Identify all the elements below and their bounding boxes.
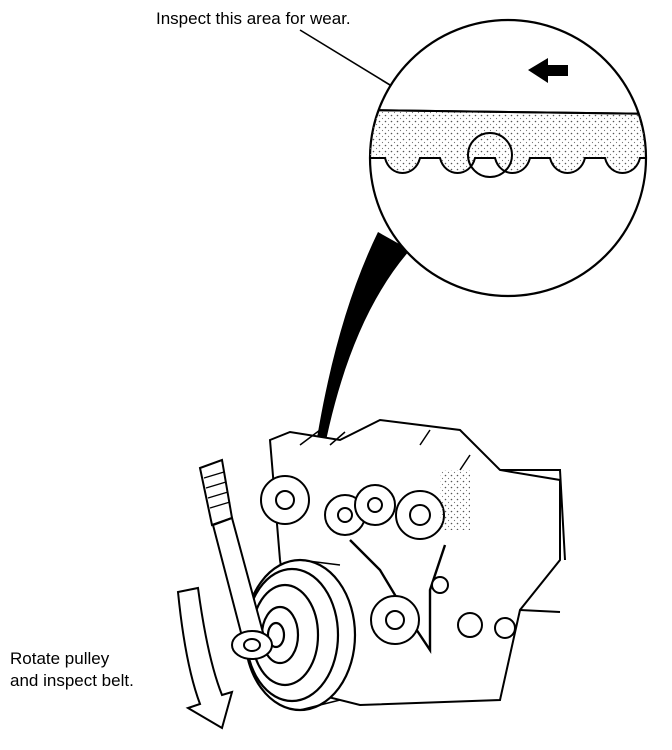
- rotate-pulley-callout: Rotate pulley and inspect belt.: [10, 648, 134, 692]
- rotate-line-1: Rotate pulley: [10, 649, 110, 668]
- inspect-area-callout: Inspect this area for wear.: [156, 9, 351, 28]
- crankshaft-pulley: [243, 558, 357, 712]
- direction-arrow-icon: [528, 58, 568, 83]
- rotation-arrow-icon: [176, 586, 234, 730]
- rotate-line-2: and inspect belt.: [10, 671, 134, 690]
- belt-section: [370, 108, 646, 174]
- magnified-belt-view: [368, 18, 648, 298]
- wear-spot-circle: [467, 132, 513, 178]
- wrench-handle: [198, 458, 273, 660]
